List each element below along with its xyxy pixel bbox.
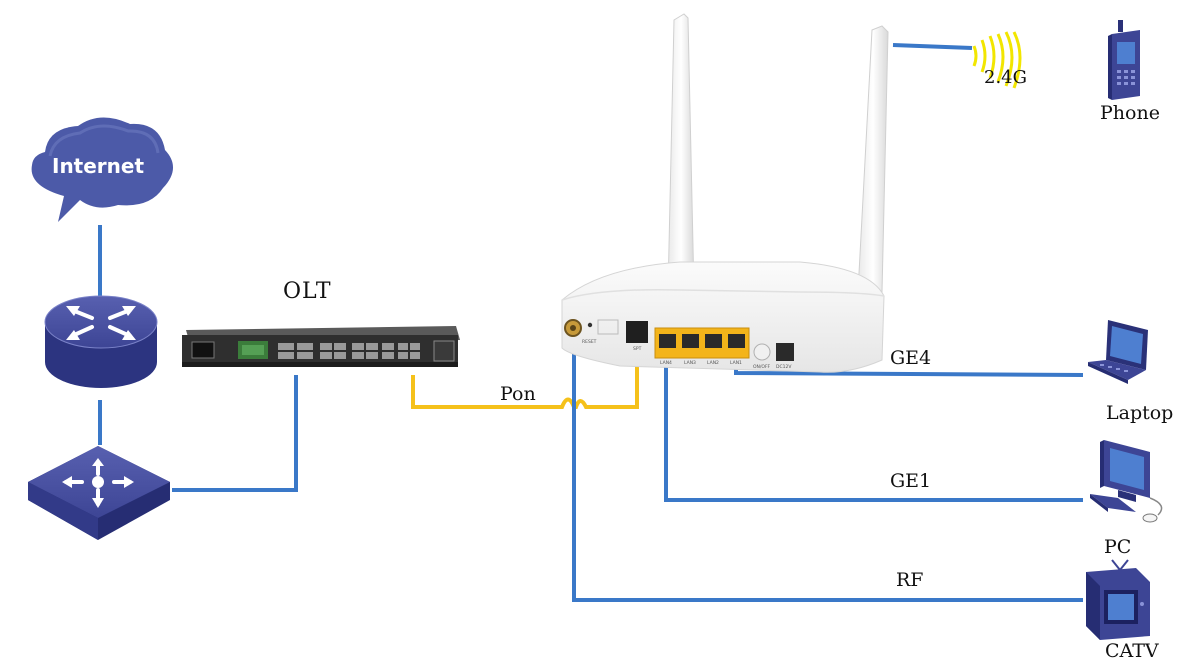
wifi-signal-icon: [972, 31, 1022, 89]
switch-icon: [28, 446, 170, 540]
pc-icon: [1090, 440, 1163, 523]
phone-label: Phone: [1100, 102, 1160, 124]
internet-cloud-icon: [31, 117, 174, 222]
rf-label: RF: [896, 569, 924, 591]
svg-text:LAN2: LAN2: [707, 360, 719, 366]
link-rf-catv: [572, 340, 1083, 602]
laptop-icon: [1088, 320, 1148, 384]
svg-text:ON/OFF: ON/OFF: [753, 364, 771, 370]
catv-icon: [1086, 559, 1150, 640]
wifi-band-label: 2.4G: [984, 67, 1028, 88]
phone-icon: [1108, 20, 1140, 100]
ge1-label: GE1: [890, 470, 932, 492]
ont-router-device: RESET SPT LAN4 LAN3 LAN2 LAN1 ON/OFF DC1…: [561, 13, 889, 373]
pc-label: PC: [1104, 536, 1132, 558]
svg-text:SPT: SPT: [633, 346, 642, 352]
antenna-right: [857, 25, 889, 293]
olt-label: OLT: [283, 279, 332, 304]
laptop-label: Laptop: [1106, 402, 1174, 424]
svg-text:DC12V: DC12V: [776, 364, 792, 370]
link-wifi: [892, 43, 973, 50]
catv-label: CATV: [1105, 640, 1159, 662]
ge4-label: GE4: [890, 347, 932, 369]
pon-label: Pon: [500, 383, 536, 405]
antenna-left: [667, 13, 695, 293]
router-icon: [44, 295, 158, 388]
link-switch-olt: [172, 375, 298, 492]
svg-text:LAN4: LAN4: [660, 360, 672, 366]
svg-text:RESET: RESET: [582, 339, 597, 345]
svg-text:LAN1: LAN1: [730, 360, 742, 366]
internet-label: Internet: [52, 154, 145, 178]
olt-device: [182, 326, 460, 367]
link-ge1-pc: [664, 357, 1083, 502]
svg-text:LAN3: LAN3: [684, 360, 696, 366]
